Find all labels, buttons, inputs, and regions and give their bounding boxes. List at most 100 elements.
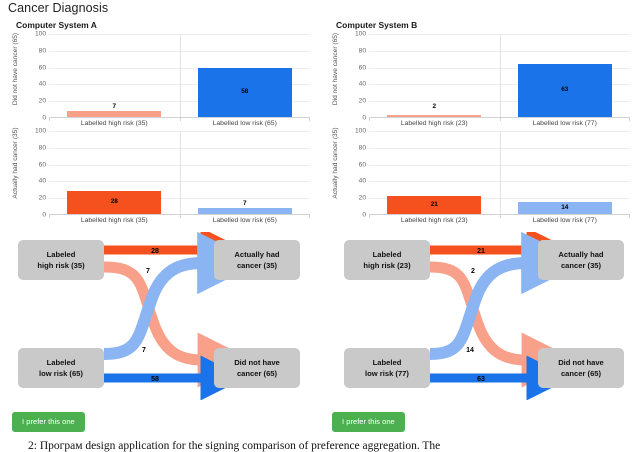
sankey-b-svg: Labeled high risk (23) Labeled low risk …	[344, 232, 624, 400]
chart-a-top-ylabel: Did not have cancer (65)	[12, 32, 19, 106]
ytick: 60	[38, 64, 46, 72]
sankey-b-value-low-to-cancer: 14	[466, 347, 474, 354]
bar-a-top-high-risk[interactable]: 7	[67, 103, 162, 117]
sankey-b-node-no-cancer[interactable]	[538, 348, 624, 388]
axis-cap	[369, 214, 370, 218]
bar-b-top-high-risk[interactable]: 2	[387, 103, 482, 117]
sankey-b-flow-high-to-nocancer[interactable]	[429, 261, 577, 388]
category-divider	[499, 34, 501, 117]
bar-b-bottom-high-risk[interactable]: 21	[387, 196, 482, 214]
xtick-label: Labelled high risk (23)	[400, 120, 468, 127]
bar-b-bottom-low-risk[interactable]: 14	[517, 202, 612, 214]
axis-cap	[309, 214, 310, 218]
sankey-a-node-low-risk[interactable]	[18, 348, 104, 388]
chart-b-top: Did not have cancer (65) 100 80 60 40 20…	[324, 30, 636, 132]
ytick: 100	[34, 127, 46, 135]
chart-a-bottom-ylabel: Actually had cancer (35)	[12, 127, 19, 199]
sankey-a-svg: Labeled high risk (35) Labeled low risk …	[18, 232, 300, 400]
ytick: 40	[358, 80, 366, 88]
xtick-label: Labelled low risk (77)	[532, 217, 597, 224]
panel-b-title: Computer System B	[336, 20, 418, 30]
panel-system-b: Computer System B Did not have cancer (6…	[324, 20, 636, 224]
sankey-b-node-high-risk[interactable]	[344, 240, 430, 280]
ytick: 0	[362, 114, 366, 122]
sankey-a-node-high-risk-line2: high risk (35)	[37, 261, 85, 270]
sankey-a-node-low-risk-line2: low risk (65)	[39, 369, 83, 378]
sankey-a-flow-low-to-cancer[interactable]	[103, 232, 260, 360]
bar-value: 14	[561, 203, 569, 211]
xtick-label: Labelled high risk (35)	[80, 217, 148, 224]
sankey-b-flow-low-to-cancer[interactable]	[429, 232, 584, 360]
panel-a-title: Computer System A	[16, 20, 97, 30]
axis-cap	[49, 214, 50, 218]
ytick: 80	[38, 47, 46, 55]
sankey-b-node-low-risk[interactable]	[344, 348, 430, 388]
chart-a-bottom-yticks: 100 80 60 40 20 0	[26, 127, 46, 219]
sankey-b-value-high-to-cancer: 21	[477, 248, 485, 255]
ytick: 60	[358, 64, 366, 72]
sankey-b-node-no-cancer-line2: cancer (65)	[561, 369, 602, 378]
category-divider	[179, 131, 181, 214]
axis-cap	[499, 214, 501, 218]
bar-value: 2	[432, 102, 437, 110]
sankey-b-node-high-risk-line2: high risk (23)	[363, 261, 411, 270]
prefer-system-a-button[interactable]: I prefer this one	[12, 412, 85, 432]
ytick: 100	[354, 127, 366, 135]
bar-a-bottom-low-risk[interactable]: 7	[197, 200, 292, 214]
sankey-a-node-high-risk[interactable]	[18, 240, 104, 280]
ytick: 80	[358, 47, 366, 55]
chart-a-top-yticks: 100 80 60 40 20 0	[26, 31, 46, 122]
chart-b-top-plot: 2 63	[369, 34, 630, 121]
sankey-diagram-b: Labeled high risk (23) Labeled low risk …	[332, 232, 632, 400]
ytick: 20	[358, 194, 366, 202]
chart-a-top: Did not have cancer (65) 100 80 60 40 20…	[4, 31, 316, 132]
ytick: 100	[354, 30, 366, 38]
sankey-b-value-high-to-nocancer: 2	[471, 268, 475, 275]
sankey-a-node-had-cancer-line1: Actually had	[234, 250, 280, 259]
chart-b-bottom-plot: 21 14	[369, 131, 630, 218]
bar-value: 7	[112, 102, 117, 110]
sankey-b-node-had-cancer-line2: cancer (35)	[561, 261, 602, 270]
prefer-system-b-button[interactable]: I prefer this one	[332, 412, 405, 432]
axis-cap	[179, 117, 181, 121]
sankey-b-node-low-risk-line1: Labeled	[373, 358, 402, 367]
sankey-a-value-high-to-cancer: 28	[151, 248, 159, 255]
chart-b-top-yticks: 100 80 60 40 20 0	[346, 30, 366, 122]
sankey-a-node-no-cancer-line1: Did not have	[234, 358, 280, 367]
chart-b-bottom-yticks: 100 80 60 40 20 0	[346, 127, 366, 219]
sankey-a-node-no-cancer[interactable]	[214, 348, 300, 388]
xtick-label: Labelled low risk (77)	[532, 120, 597, 127]
bar-value: 21	[430, 201, 438, 208]
bar-value: 28	[110, 198, 118, 206]
sankey-a-flow-high-to-nocancer[interactable]	[103, 261, 253, 388]
chart-b-top-ylabel: Did not have cancer (65)	[332, 32, 339, 106]
sankey-a-node-low-risk-line1: Labeled	[47, 358, 76, 367]
sankey-diagram-a: Labeled high risk (35) Labeled low risk …	[12, 232, 312, 400]
bar-value: 63	[561, 86, 569, 94]
axis-cap	[499, 117, 501, 121]
sankey-a-value-high-to-nocancer: 7	[146, 268, 150, 275]
axis-cap	[629, 117, 630, 121]
page-title: Cancer Diagnosis	[8, 1, 109, 15]
bar-b-top-low-risk[interactable]: 63	[517, 64, 612, 117]
axis-cap	[369, 117, 370, 121]
chart-b-top-xlabels: Labelled high risk (23) Labelled low ris…	[369, 120, 630, 132]
chart-a-top-xlabels: Labelled high risk (35) Labelled low ris…	[49, 120, 310, 132]
ytick: 0	[42, 211, 46, 219]
sankey-a-value-low-to-nocancer: 58	[151, 376, 159, 383]
axis-cap	[629, 214, 630, 218]
sankey-a-node-had-cancer[interactable]	[214, 240, 300, 280]
bar-a-top-low-risk[interactable]: 58	[197, 68, 292, 117]
sankey-b-node-had-cancer[interactable]	[538, 240, 624, 280]
ytick: 0	[42, 114, 46, 122]
ytick: 40	[38, 177, 46, 185]
bar-a-bottom-high-risk[interactable]: 28	[67, 190, 162, 214]
figure-caption: 2: Програм design application for the si…	[28, 440, 441, 452]
sankey-a-node-no-cancer-line2: cancer (65)	[237, 369, 278, 378]
category-divider	[179, 34, 181, 117]
panel-system-a: Computer System A Did not have cancer (6…	[4, 20, 316, 224]
chart-b-bottom: Actually had cancer (35) 100 80 60 40 20…	[324, 127, 636, 224]
ytick: 80	[358, 144, 366, 152]
xtick-label: Labelled low risk (65)	[212, 120, 277, 127]
